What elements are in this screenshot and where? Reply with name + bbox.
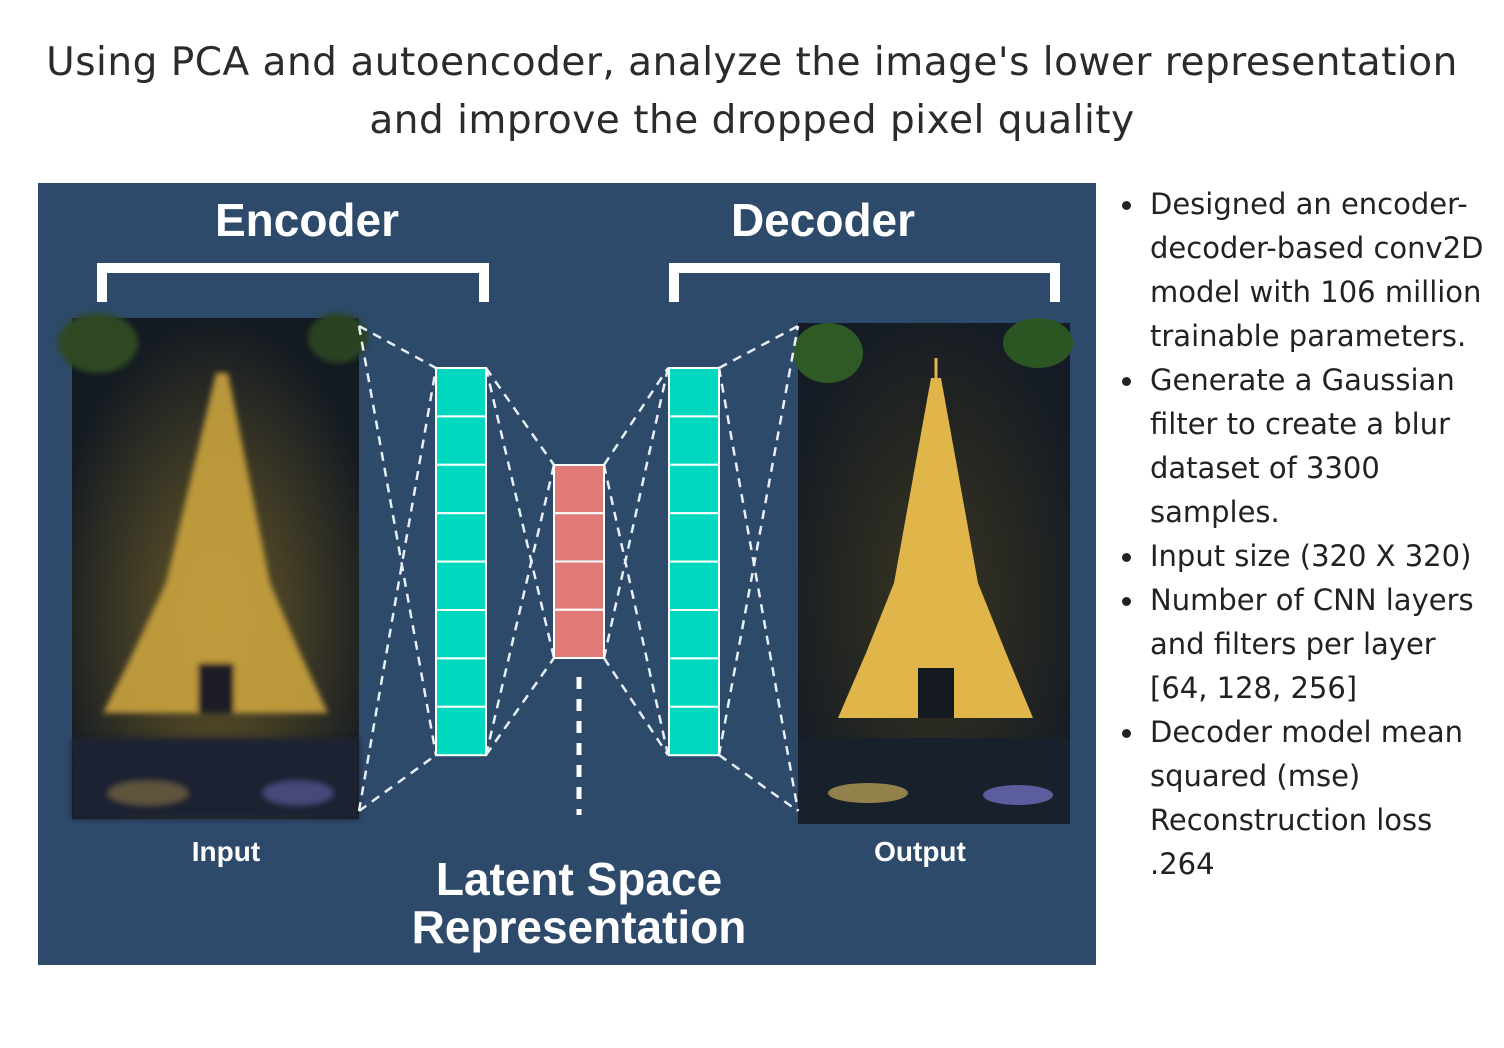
bullet-item: Decoder model mean squared (mse) Reconst… <box>1116 710 1496 886</box>
page-title: Using PCA and autoencoder, analyze the i… <box>0 34 1504 150</box>
decoder-cell <box>668 367 720 418</box>
diagram-canvas: Encoder Decoder <box>58 194 1073 953</box>
encoder-cell <box>435 705 487 757</box>
decoder-layer <box>668 367 720 757</box>
encoder-cell <box>435 657 487 708</box>
bullet-item: Generate a Gaussian filter to create a b… <box>1116 358 1496 534</box>
encoder-cell <box>435 609 487 660</box>
decoder-cell <box>668 463 720 515</box>
bullet-item: Designed an encoder-decoder-based conv2D… <box>1116 182 1496 358</box>
output-image <box>793 318 1073 824</box>
decoder-cell <box>668 609 720 660</box>
decoder-cell <box>668 657 720 708</box>
bullet-item: Number of CNN layers and filters per lay… <box>1116 578 1496 710</box>
latent-label-line-2: Representation <box>412 901 747 953</box>
autoencoder-diagram: Encoder Decoder <box>38 183 1096 965</box>
decoder-cell <box>668 705 720 757</box>
encoder-cell <box>435 512 487 563</box>
encoder-cell <box>435 463 487 515</box>
bullet-item: Input size (320 X 320) <box>1116 534 1496 578</box>
latent-cell <box>553 512 605 563</box>
encoder-cell <box>435 560 487 612</box>
decoder-title: Decoder <box>731 194 915 246</box>
encoder-bracket <box>97 263 489 302</box>
input-image <box>58 313 368 819</box>
title-line-1: Using PCA and autoencoder, analyze the i… <box>46 40 1458 85</box>
summary-bullet-list: Designed an encoder-decoder-based conv2D… <box>1116 182 1496 886</box>
input-label: Input <box>192 836 260 867</box>
latent-label-line-1: Latent Space <box>436 853 722 905</box>
output-label: Output <box>874 836 966 867</box>
decoder-bracket <box>669 263 1060 302</box>
encoder-title: Encoder <box>215 194 399 246</box>
encoder-layer <box>435 367 487 757</box>
latent-layer <box>553 464 605 659</box>
encoder-cell <box>435 367 487 418</box>
latent-cell <box>553 464 605 515</box>
decoder-cell <box>668 415 720 466</box>
decoder-cell <box>668 512 720 563</box>
connector-lines <box>357 324 800 813</box>
encoder-cell <box>435 415 487 466</box>
title-line-2: and improve the dropped pixel quality <box>369 98 1135 143</box>
latent-cell <box>553 560 605 611</box>
latent-cell <box>553 608 605 659</box>
decoder-cell <box>668 560 720 612</box>
